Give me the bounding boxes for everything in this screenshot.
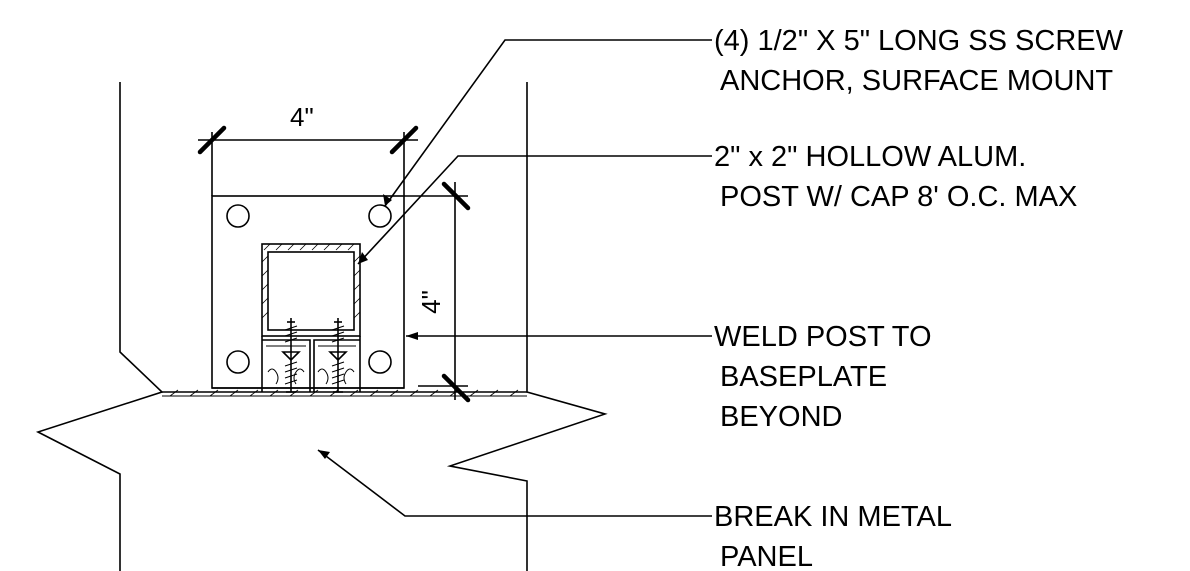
screw-right (328, 318, 348, 393)
note-post-line1: 2" x 2" HOLLOW ALUM. (714, 141, 1026, 173)
anchor-hole-top-left (226, 204, 250, 228)
hollow-post (261, 243, 361, 337)
leader-post (357, 155, 712, 265)
note-break-line2: PANEL (720, 541, 813, 571)
rail-channel (261, 336, 361, 392)
horizontal-dimension (197, 125, 419, 196)
base-plate (211, 195, 405, 389)
note-break-line1: BREAK IN METAL (714, 501, 952, 533)
screw-left (281, 318, 301, 393)
panel-right-edge (446, 82, 608, 571)
vertical-dimension-label: 4" (416, 290, 446, 314)
slab-hatch (169, 389, 519, 397)
horizontal-dimension-label: 4" (290, 102, 314, 132)
leader-screw (383, 39, 712, 207)
note-weld-line2: BASEPLATE (720, 361, 887, 393)
anchor-hole-top-right (368, 204, 392, 228)
note-screw-line1: (4) 1/2" X 5" LONG SS SCREW (714, 25, 1124, 57)
leader-weld (406, 332, 712, 340)
note-weld-line1: WELD POST TO (714, 321, 932, 353)
panel-left-edge (35, 82, 164, 571)
note-screw-line2: ANCHOR, SURFACE MOUNT (720, 65, 1113, 97)
leader-break (317, 449, 712, 517)
note-weld-line3: BEYOND (720, 401, 842, 433)
anchor-hole-bottom-right (368, 350, 392, 374)
vertical-dimension (404, 181, 471, 403)
anchor-hole-bottom-left (226, 350, 250, 374)
note-post-line2: POST W/ CAP 8' O.C. MAX (720, 181, 1077, 213)
